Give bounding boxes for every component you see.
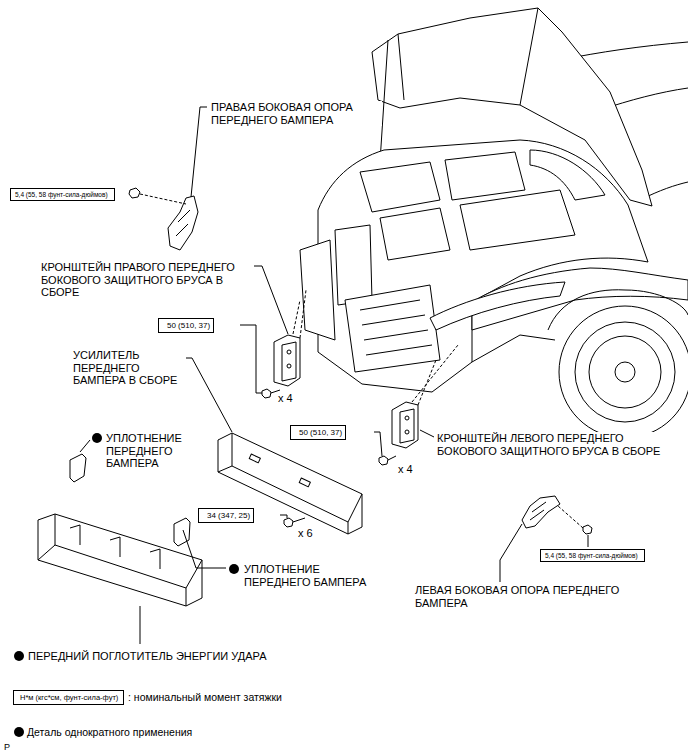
legend-torque-box: Н*м (кгс*см, фунт-сила-фут) bbox=[13, 690, 124, 705]
quantity: x 4 bbox=[277, 392, 294, 405]
part-name: УСИЛИТЕЛЬ ПЕРЕДНЕГО БАМПЕРА В СБОРЕ bbox=[72, 349, 186, 387]
torque-value: 34 (347, 25) bbox=[207, 511, 245, 520]
part-name: ПРАВАЯ БОКОВАЯ ОПОРА ПЕРЕДНЕГО БАМПЕРА bbox=[210, 101, 382, 126]
page-mark: P bbox=[3, 741, 11, 754]
torque-value: Н*м (кгс*см, фунт-сила-фут) bbox=[20, 693, 117, 702]
torque-spec-box: 5,4 (55, 58 фунт-сила-дюймов) bbox=[10, 188, 115, 201]
quantity: x 6 bbox=[297, 527, 314, 540]
torque-value: 50 (510, 37) bbox=[299, 428, 337, 437]
torque-value: 5,4 (55, 58 фунт-сила-дюймов) bbox=[15, 191, 110, 198]
legend-entry: Деталь однократного применения bbox=[27, 726, 192, 738]
part-name: КРОНШТЕЙН ЛЕВОГО ПЕРЕДНЕГО БОКОВОГО ЗАЩИ… bbox=[436, 432, 670, 457]
torque-spec-box: 50 (510, 37) bbox=[158, 318, 214, 333]
part-name: ПЕРЕДНИЙ ПОГЛОТИТЕЛЬ ЭНЕРГИИ УДАРА bbox=[27, 650, 268, 663]
torque-spec-box: 5,4 (55, 58 фунт-сила-дюймов) bbox=[540, 549, 645, 562]
part-name: УПЛОТНЕНИЕ ПЕРЕДНЕГО БАМПЕРА bbox=[243, 563, 380, 588]
quantity: x 4 bbox=[397, 463, 414, 476]
part-name: КРОНШТЕЙН ПРАВОГО ПЕРЕДНЕГО БОКОВОГО ЗАЩ… bbox=[40, 261, 254, 299]
legend-entry: : номинальный момент затяжки bbox=[128, 691, 282, 703]
part-name: УПЛОТНЕНИЕ ПЕРЕДНЕГО БАМПЕРА bbox=[105, 432, 199, 470]
torque-value: 50 (510, 37) bbox=[167, 321, 205, 330]
part-name: ЛЕВАЯ БОКОВАЯ ОПОРА ПЕРЕДНЕГО БАМПЕРА bbox=[414, 584, 632, 609]
torque-value: 5,4 (55, 58 фунт-сила-дюймов) bbox=[545, 552, 640, 559]
torque-spec-box: 34 (347, 25) bbox=[198, 508, 254, 523]
torque-spec-box: 50 (510, 37) bbox=[290, 425, 346, 440]
